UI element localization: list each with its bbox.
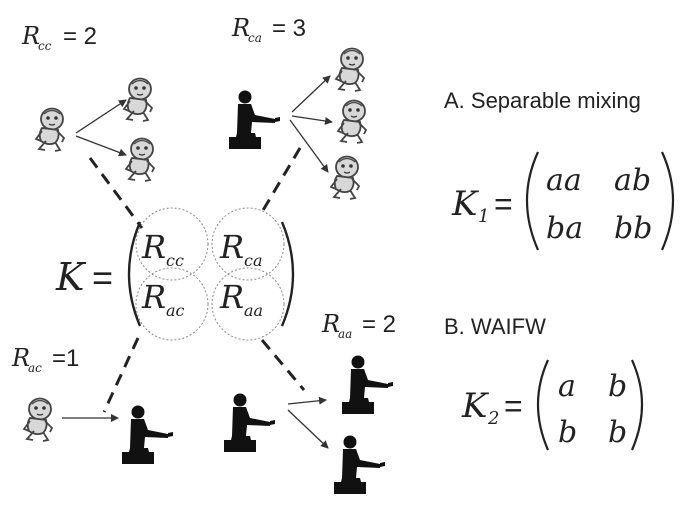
label-r-ca-sub: ca — [248, 31, 262, 45]
seated-adult-icon — [122, 405, 173, 464]
matrix-cell-r-cc: R cc — [141, 228, 184, 270]
k1-cell: ab — [614, 163, 651, 198]
label-r-ca: R ca = 3 — [231, 14, 306, 45]
matrix-k-right-paren — [280, 221, 295, 327]
cell-sym: R — [141, 228, 166, 266]
k1-cell: aa — [546, 163, 582, 198]
cell-sub: ac — [166, 301, 185, 320]
matrix-k-left-paren — [127, 221, 142, 327]
label-r-aa-sym: R — [321, 310, 340, 338]
seated-adult-icon — [334, 435, 385, 494]
dashed-connector — [88, 157, 144, 229]
k1-sub: 1 — [478, 206, 489, 227]
matrix-cell-circle — [135, 267, 209, 341]
k1-name: K — [451, 184, 480, 224]
crawling-baby-icon — [123, 77, 153, 122]
transmission-arrow — [75, 135, 127, 157]
matrix-cell-circle — [211, 267, 285, 341]
matrix-k-equals: = — [92, 257, 113, 298]
transmission-arrow — [291, 115, 333, 125]
label-r-ca-sym: R — [231, 14, 250, 42]
matrix-cell-circle — [135, 207, 209, 281]
dashed-connector — [260, 147, 302, 213]
section-b: B. WAIFW K 2 = a b b b — [444, 314, 644, 451]
matrix-cell-r-aa: R aa — [219, 278, 263, 320]
k2-cell: a — [558, 369, 576, 404]
label-r-cc-value: = 2 — [63, 23, 97, 50]
label-r-ac-sym: R — [11, 344, 30, 372]
matrix-k: K = R cc R ca R ac R aa — [55, 207, 295, 341]
label-r-cc-sub: cc — [38, 39, 52, 53]
k2-cell: b — [558, 415, 577, 450]
seated-adult-icon — [229, 90, 280, 149]
label-r-aa-value: = 2 — [362, 311, 396, 338]
k1-cell: bb — [614, 211, 652, 246]
crawling-baby-icon — [35, 107, 65, 152]
dashed-connector — [260, 339, 306, 391]
seated-adult-icon — [342, 355, 393, 414]
k2-name: K — [461, 386, 490, 426]
label-r-ca-value: = 3 — [272, 15, 306, 42]
crawling-baby-icon — [125, 137, 155, 182]
cell-sub: ca — [244, 251, 263, 270]
cell-sym: R — [141, 278, 166, 316]
transmission-arrow — [287, 396, 327, 405]
k2-right-paren — [630, 359, 644, 451]
k2-cell: b — [608, 369, 627, 404]
k2-equals: = — [504, 388, 523, 424]
crawling-baby-icon — [330, 155, 360, 200]
k1-equals: = — [494, 186, 513, 222]
crawling-baby-icon — [23, 397, 53, 442]
cell-sym: R — [219, 278, 244, 316]
section-a-title: A. Separable mixing — [444, 88, 641, 113]
cell-sym: R — [219, 228, 244, 266]
dashed-connector — [102, 337, 140, 413]
label-r-cc-sym: R — [21, 22, 40, 50]
matrix-cell-r-ca: R ca — [219, 228, 263, 270]
k1-left-paren — [525, 151, 540, 251]
matrix-cell-circle — [211, 207, 285, 281]
transmission-arrow — [291, 75, 331, 113]
matrix-k-name: K — [55, 255, 87, 299]
matrix-cell-r-ac: R ac — [141, 278, 185, 320]
crawling-baby-icon — [337, 99, 367, 144]
k1-right-paren — [660, 151, 675, 251]
label-r-aa-sub: aa — [338, 327, 352, 341]
k2-cell: b — [608, 415, 627, 450]
transmission-arrow — [287, 409, 329, 449]
section-b-title: B. WAIFW — [444, 314, 546, 339]
label-r-aa: R aa = 2 — [321, 310, 396, 341]
transmission-arrow — [75, 99, 127, 134]
cell-sub: aa — [244, 301, 263, 320]
label-r-ac-value: =1 — [52, 345, 79, 372]
section-a: A. Separable mixing K 1 = aa ab ba bb — [444, 88, 675, 251]
label-r-cc: R cc = 2 — [21, 22, 97, 53]
cell-sub: cc — [166, 251, 184, 270]
label-r-ac-sub: ac — [28, 361, 42, 375]
crawling-baby-icon — [335, 47, 365, 92]
seated-adult-icon — [224, 393, 275, 452]
label-r-ac: R ac =1 — [11, 344, 79, 375]
transmission-arrow — [289, 119, 329, 173]
k1-cell: ba — [546, 211, 583, 246]
k2-sub: 2 — [487, 408, 499, 429]
k2-left-paren — [536, 359, 550, 451]
